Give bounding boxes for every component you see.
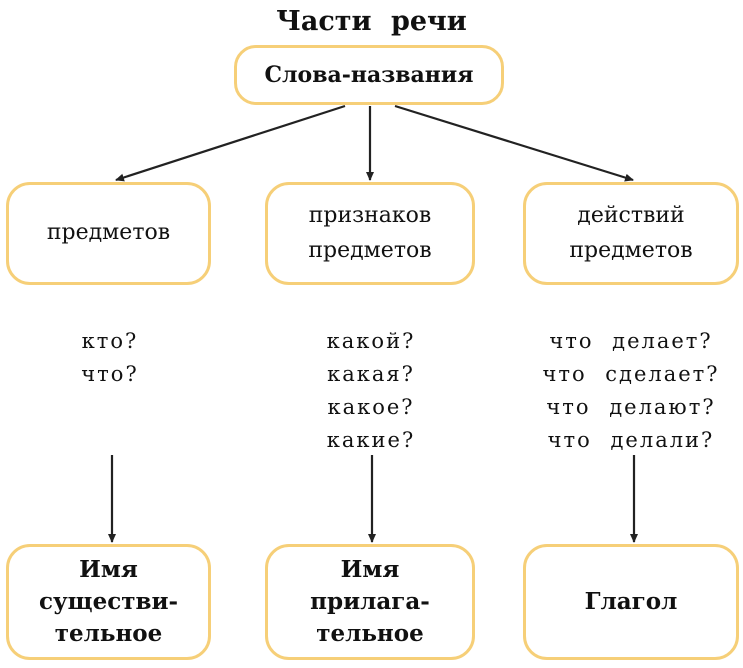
part-of-speech-noun: Имя существи- тельное <box>6 544 211 660</box>
category-text: действий предметов <box>569 199 692 267</box>
part-of-speech-line: прилага- <box>310 587 430 615</box>
questions-actions: что делает? что сделает? что делают? что… <box>542 329 720 452</box>
category-line: действий <box>577 203 685 229</box>
part-of-speech-line: Глагол <box>584 587 678 615</box>
part-of-speech-text: Имя существи- тельное <box>39 554 178 651</box>
arrow-root-to-objects <box>115 104 346 182</box>
questions-attributes: какой? какая? какое? какие? <box>326 329 416 452</box>
part-of-speech-line: тельное <box>316 620 424 648</box>
category-box-actions: действий предметов <box>523 182 739 285</box>
part-of-speech-line: Имя <box>79 555 138 583</box>
category-text: признаков предметов <box>308 199 431 267</box>
category-line: предметов <box>46 220 171 246</box>
root-box: Слова-названия <box>234 45 504 105</box>
category-box-attributes: признаков предметов <box>265 182 475 285</box>
diagram-title: Части речи <box>276 6 467 37</box>
arrow-root-to-actions <box>394 104 634 182</box>
category-line: предметов <box>569 237 693 263</box>
category-line: признаков <box>308 203 432 229</box>
part-of-speech-text: Имя прилага- тельное <box>310 554 430 651</box>
part-of-speech-line: Имя <box>340 555 400 583</box>
part-of-speech-line: тельное <box>54 620 163 648</box>
category-box-objects: предметов <box>6 182 211 285</box>
questions-objects: кто? что? <box>81 329 139 386</box>
part-of-speech-adjective: Имя прилага- тельное <box>265 544 475 660</box>
part-of-speech-verb: Глагол <box>523 544 739 660</box>
category-line: предметов <box>308 237 432 263</box>
part-of-speech-line: существи- <box>38 587 179 615</box>
root-label: Слова-названия <box>264 61 474 88</box>
